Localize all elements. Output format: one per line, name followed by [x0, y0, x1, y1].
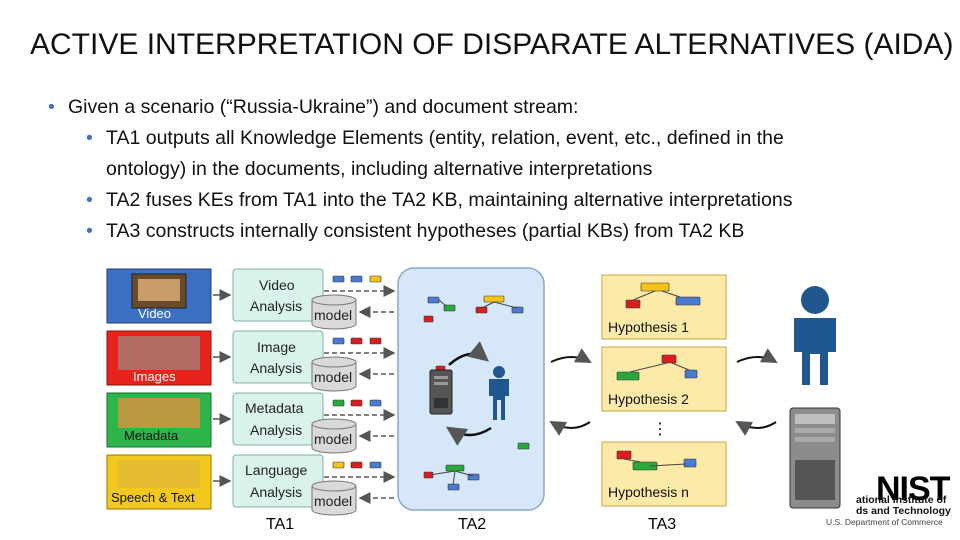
bullet-ta3: TA3 constructs internally consistent hyp…: [48, 216, 918, 247]
source-label-video: Video: [138, 306, 171, 321]
source-metadata-tile: Metadata: [106, 392, 212, 448]
nist-logo: NIST ational Institute of ds and Technol…: [820, 470, 960, 532]
bullet-ta2: TA2 fuses KEs from TA1 into the TA2 KB, …: [48, 185, 918, 216]
svg-text:Metadata: Metadata: [245, 400, 304, 416]
bullet-list: Given a scenario (“Russia-Ukraine”) and …: [48, 92, 918, 247]
source-to-analysis-arrows: [213, 289, 232, 487]
svg-text:Analysis: Analysis: [250, 360, 302, 376]
svg-text:model: model: [314, 493, 352, 509]
hypothesis-ellipsis: ⋮: [652, 419, 668, 438]
bullet-main: Given a scenario (“Russia-Ukraine”) and …: [48, 92, 918, 123]
knowledge-element-markers: [332, 275, 382, 469]
stage-label-ta1: TA1: [266, 516, 295, 533]
source-speech-text-tile: Speech & Text: [106, 454, 212, 510]
svg-text:model: model: [314, 307, 352, 323]
hypothesis-n-box: Hypothesis n: [601, 441, 727, 507]
svg-text:Analysis: Analysis: [250, 298, 302, 314]
svg-text:Analysis: Analysis: [250, 422, 302, 438]
svg-text:Image: Image: [257, 339, 296, 355]
stage-label-ta3: TA3: [648, 516, 677, 533]
model-cylinder-image: model: [311, 356, 357, 392]
model-cylinder-video: model: [311, 294, 357, 330]
bullet-ta1-line1: TA1 outputs all Knowledge Elements (enti…: [106, 127, 784, 149]
ta2-analyst-person-icon: [489, 366, 509, 420]
analysis-language: Language Analysis: [232, 454, 324, 508]
hypothesis-n-label: Hypothesis n: [608, 484, 689, 500]
analyst-person-icon: [794, 286, 836, 385]
svg-text:model: model: [314, 431, 352, 447]
svg-text:model: model: [314, 369, 352, 385]
ta2-cycle-arrows: [445, 341, 492, 446]
source-images-tile: Images: [106, 330, 212, 386]
source-label-metadata: Metadata: [124, 428, 179, 443]
source-video-tile: Video: [106, 268, 212, 324]
ta2-server-icon: [429, 369, 453, 415]
bullet-ta1: TA1 outputs all Knowledge Elements (enti…: [48, 123, 918, 185]
model-cylinder-language: model: [311, 480, 357, 516]
nist-wordmark: NIST: [876, 470, 950, 508]
hypothesis-2-box: Hypothesis 2: [601, 346, 727, 412]
source-label-images: Images: [133, 369, 176, 384]
server-computer-icon: [789, 407, 841, 509]
ta2-kb-links: [429, 299, 518, 486]
source-label-speech-text: Speech & Text: [111, 490, 195, 505]
svg-text:Analysis: Analysis: [250, 484, 302, 500]
stage-label-ta2: TA2: [458, 516, 487, 533]
svg-text:Language: Language: [245, 462, 308, 478]
analysis-kb-arrows: [324, 285, 396, 504]
analysis-metadata: Metadata Analysis: [232, 392, 324, 446]
ta2-ta3-arrows: [549, 348, 592, 436]
hypothesis-1-label: Hypothesis 1: [608, 319, 689, 335]
ta3-analyst-arrows: [735, 348, 778, 436]
analysis-image: Image Analysis: [232, 330, 324, 384]
bullet-ta1-line2: ontology) in the documents, including al…: [106, 158, 653, 180]
svg-text:Video: Video: [259, 277, 295, 293]
analysis-video: Video Analysis: [232, 268, 324, 322]
hypothesis-2-label: Hypothesis 2: [608, 391, 689, 407]
hypothesis-1-box: Hypothesis 1: [601, 274, 727, 340]
slide-title: ACTIVE INTERPRETATION OF DISPARATE ALTER…: [30, 28, 954, 61]
nist-department: U.S. Department of Commerce: [826, 517, 943, 527]
model-cylinder-metadata: model: [311, 418, 357, 454]
nist-line-2: ds and Technology: [856, 505, 951, 517]
nist-line-1: ational Institute of: [856, 494, 947, 506]
ta2-kb-panel: [397, 267, 545, 511]
